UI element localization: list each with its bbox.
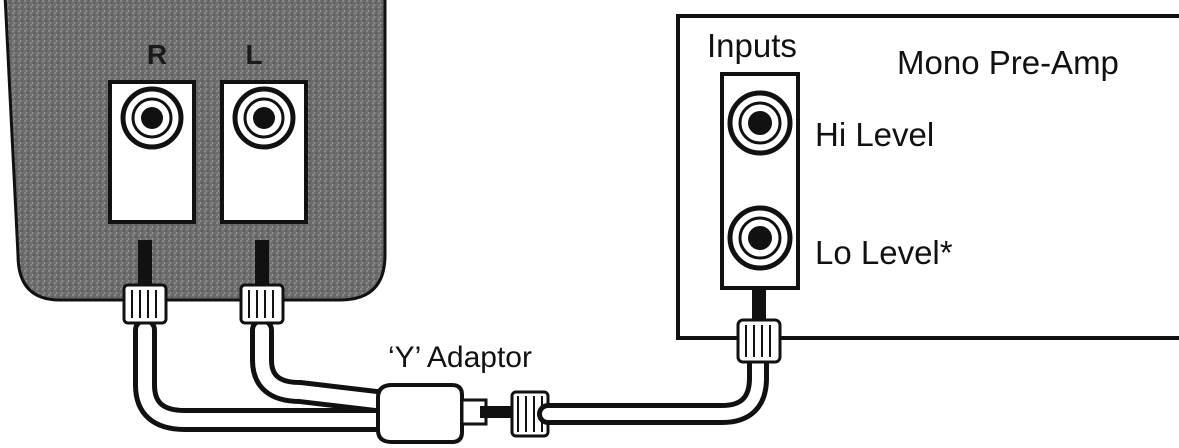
- source-unit: R L: [3, 0, 387, 302]
- mono-cable: [537, 345, 769, 425]
- rca-plug-left: [239, 240, 285, 325]
- channel-label-right: R: [147, 39, 167, 70]
- mono-preamp: Mono Pre-Amp Inputs Hi Level Lo Level*: [676, 14, 1179, 340]
- input-jack-hi-level[interactable]: [727, 90, 793, 156]
- rca-plug-preamp: [736, 286, 782, 364]
- lo-level-label: Lo Level*: [815, 234, 953, 271]
- hi-level-label: Hi Level: [815, 116, 934, 153]
- inputs-label: Inputs: [707, 27, 797, 64]
- y-adaptor: [376, 383, 550, 444]
- output-jack-right[interactable]: [108, 80, 196, 224]
- preamp-title: Mono Pre-Amp: [897, 44, 1119, 81]
- channel-label-left: L: [245, 39, 262, 70]
- stereo-cables: [133, 318, 397, 432]
- y-adaptor-label: ‘Y’ Adaptor: [388, 341, 532, 374]
- rca-plug-right: [122, 240, 168, 325]
- input-jack-lo-level[interactable]: [727, 205, 793, 271]
- output-jack-left[interactable]: [220, 80, 308, 224]
